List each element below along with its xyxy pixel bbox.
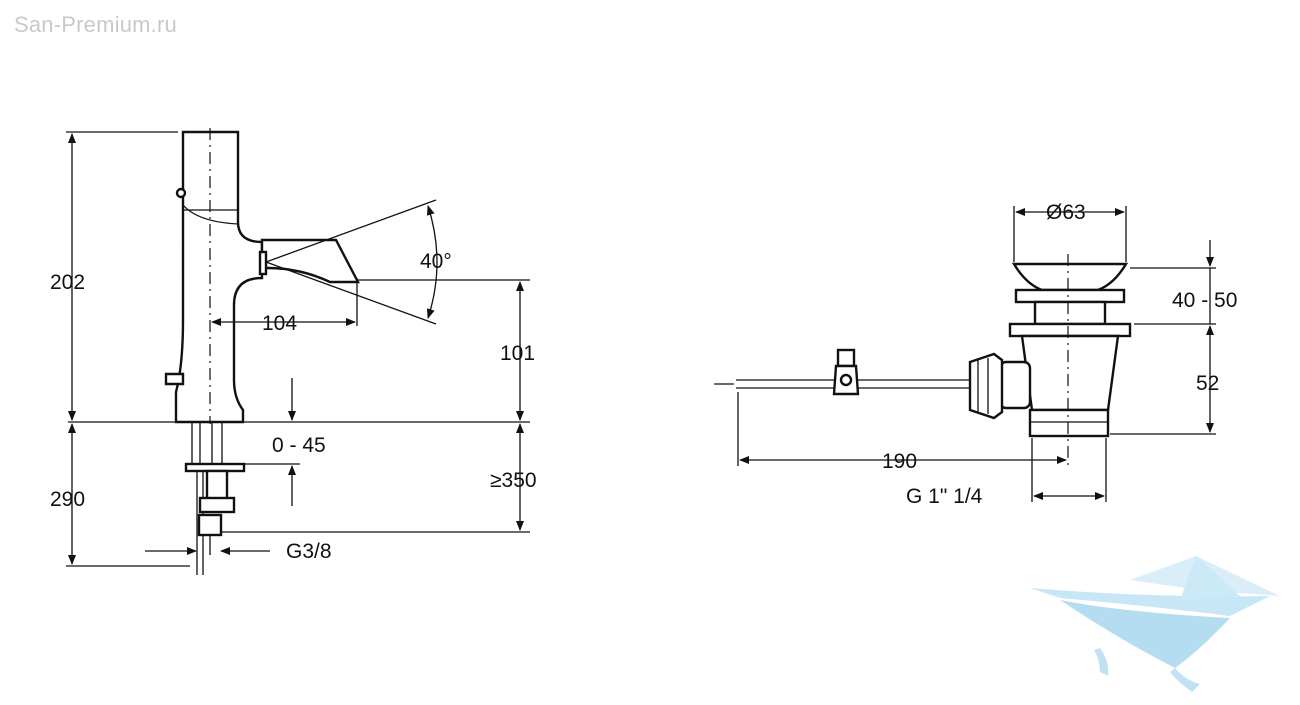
drain-tail (1028, 408, 1110, 438)
union-nut (968, 352, 1004, 420)
dim-350-label: ≥350 (490, 469, 537, 492)
angle-40-label: 40° (420, 250, 452, 273)
angle-ray-upper (265, 199, 437, 263)
spout (260, 238, 360, 284)
dim-104-label: 104 (262, 312, 297, 335)
dim-52-label: 52 (1196, 372, 1219, 395)
dim-101-label: 101 (500, 342, 535, 365)
angle-arc (426, 205, 438, 319)
dim-g114-label: G 1" 1/4 (906, 485, 983, 508)
dim-63-label: Ø63 (1046, 201, 1086, 224)
dim-290-label: 290 (50, 488, 85, 511)
dim-190-label: 190 (882, 450, 917, 473)
bathtub-logo-icon (1030, 556, 1280, 692)
drain-lock-nut (1008, 322, 1132, 338)
fitting-nut (198, 496, 236, 514)
angle-ray-lower (265, 261, 437, 325)
side-fitting (998, 360, 1032, 410)
drain-flange (1014, 288, 1126, 304)
handle-curve (182, 204, 239, 225)
connector-nut (197, 513, 223, 537)
fitting-block (205, 469, 229, 501)
lift-rod-knob (164, 372, 185, 386)
side-knob (175, 187, 187, 199)
rod-clamp-top (836, 348, 856, 368)
rod-clamp-screw (839, 373, 853, 387)
faucet-drawing: 202 290 104 40° 101 0 - 45 (50, 128, 537, 575)
spout-ring (258, 250, 268, 276)
dim-202-label: 202 (50, 271, 85, 294)
dim-0-45-label: 0 - 45 (272, 434, 326, 457)
drain-cap (1011, 262, 1129, 292)
drain-drawing: Ø63 40 - 50 52 190 G 1" 1/4 (714, 201, 1237, 508)
faucet-body (174, 130, 264, 424)
watermark-text: San-Premium.ru (14, 12, 177, 37)
drain-neck (1033, 300, 1107, 326)
dim-4050-label: 40 - 50 (1172, 289, 1237, 312)
dim-g38-label: G3/8 (286, 540, 332, 563)
drain-body (1020, 334, 1120, 412)
